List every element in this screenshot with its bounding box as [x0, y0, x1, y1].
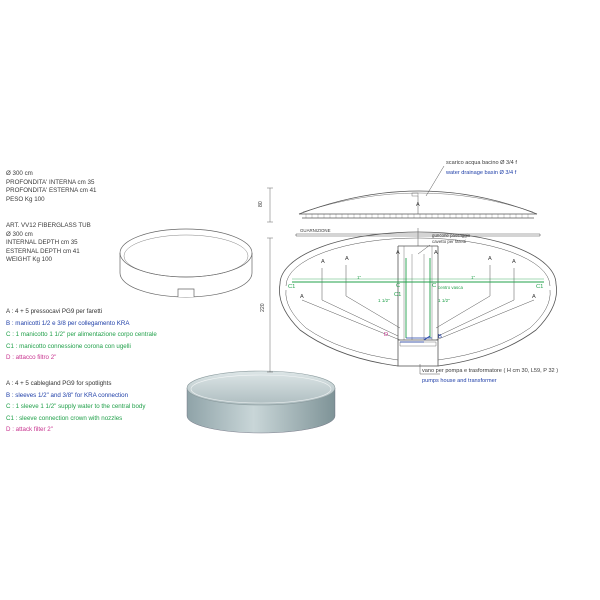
legend-italian: A : 4 + 5 pressocavi PG9 per faretti B :… [6, 306, 157, 364]
pump-compartment-label-en: pumps house and transformer [422, 378, 497, 384]
dimension-80: 80 [258, 201, 264, 207]
spec-line: INTERNAL DEPTH cm 35 [6, 239, 78, 247]
legend-item-d: D : attack filter 2" [6, 426, 53, 434]
legend-item-d: D : attacco filtro 2" [6, 354, 57, 362]
specs-english: ART. VV12 FIBERGLASS TUB Ø 300 cm INTERN… [6, 222, 91, 265]
drain-label-it: scarico acqua bacino Ø 3/4 f [446, 160, 517, 166]
kra-connection [400, 335, 432, 343]
cable-passage-label: cavetto per faretti [432, 239, 466, 244]
pump-compartment-label: vano per pompa e trasformatore ( H cm 30… [422, 368, 558, 374]
pipe-size-label: 1 1/2" [438, 298, 450, 303]
legend-item-a: A : 4 + 5 pressocavi PG9 per faretti [6, 308, 103, 315]
marker-a: A [434, 250, 438, 256]
spec-line: Ø 300 cm [6, 230, 33, 238]
tub-wireframe [119, 228, 253, 298]
legend-item-c1: C1 : manicotto connessione corona con ug… [6, 342, 131, 350]
marker-b: B [438, 334, 442, 340]
pipe-size-label: 1" [357, 275, 362, 280]
marker-c: C [396, 283, 400, 289]
legend-item-c: C : 1 sleeve 1 1/2" supply water to the … [6, 403, 146, 411]
marker-a: A [416, 202, 420, 208]
marker-c1: C1 [288, 284, 295, 290]
marker-c1: C1 [394, 292, 401, 298]
marker-a: A [300, 294, 304, 300]
legend-item-c1: C1 : sleeve connection crown with nozzle… [6, 414, 123, 422]
marker-c1: C1 [536, 284, 543, 290]
marker-a: A [345, 256, 349, 262]
marker-c: C [432, 283, 436, 289]
spec-line: PROFONDITA' ESTERNA cm 41 [6, 187, 97, 195]
marker-a: A [321, 259, 325, 265]
lid-side-view [298, 190, 538, 219]
pipe-size-label: 1" [471, 275, 476, 280]
marker-a: A [512, 259, 516, 265]
drain-label-en: water drainage basin Ø 3/4 f [445, 170, 517, 176]
dimension-lines [267, 187, 273, 373]
tub-render [186, 370, 336, 434]
basin-plan-view [279, 228, 557, 367]
marker-a: A [532, 294, 536, 300]
spec-line: Ø 300 cm [6, 170, 33, 177]
gasket-label: GUARNIZIONE [300, 228, 331, 233]
marker-a: A [396, 250, 400, 256]
spec-line: PESO Kg 100 [6, 195, 45, 203]
cable-passage-label: guncone passaggio [432, 233, 471, 238]
leader-lines [417, 165, 445, 375]
legend-item-b: B : sleeves 1/2" and 3/8" for KRA connec… [6, 391, 129, 399]
pipe-size-label: 1 1/2" [378, 298, 390, 303]
legend-item-b: B : manicotti 1/2 e 3/8 per collegamento… [6, 319, 130, 327]
marker-d: D [384, 332, 388, 338]
spec-line: ART. VV12 FIBERGLASS TUB [6, 222, 91, 229]
spec-line: PROFONDITA' INTERNA cm 35 [6, 178, 95, 186]
tub-center-label: centro vasca [438, 285, 463, 290]
legend-item-a: A : 4 + 5 cablegland PG9 for spotlights [6, 380, 112, 387]
dimension-220: 220 [260, 303, 266, 312]
spec-line: WEIGHT Kg 100 [6, 256, 52, 264]
water-pipes [292, 258, 544, 338]
legend-item-c: C : 1 manicotto 1 1/2" per alimentazione… [6, 331, 157, 339]
spec-line: ESTERNAL DEPTH cm 41 [6, 247, 80, 255]
marker-a: A [488, 256, 492, 262]
legend-english: A : 4 + 5 cablegland PG9 for spotlights … [6, 378, 145, 436]
specs-italian: Ø 300 cm PROFONDITA' INTERNA cm 35 PROFO… [6, 170, 96, 204]
